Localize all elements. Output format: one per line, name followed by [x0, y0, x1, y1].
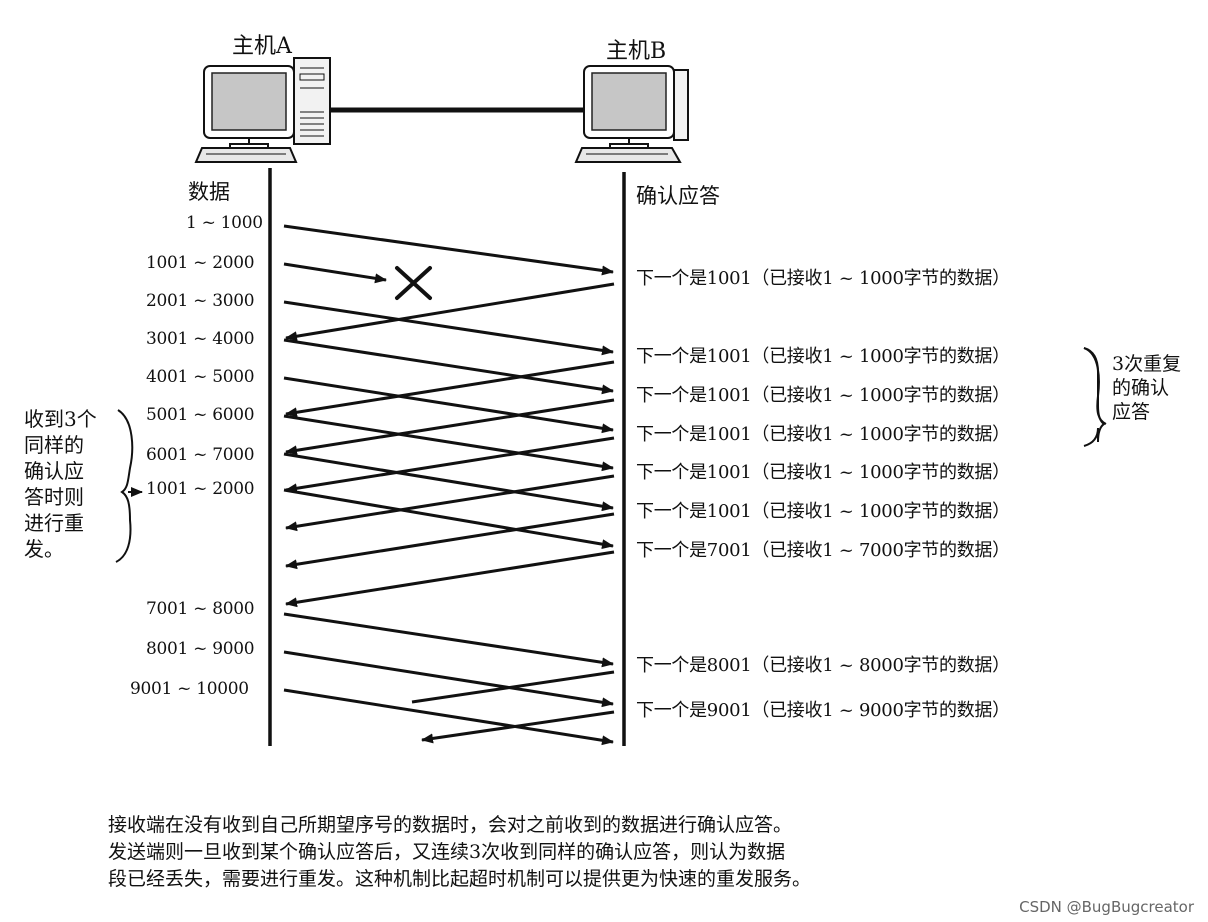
ack-arrow-9	[421, 710, 615, 744]
segment-arrow-8	[283, 612, 614, 668]
resend-note-line: 收到3个	[24, 407, 97, 431]
dup-ack-note-line: 的确认	[1112, 376, 1170, 399]
ack-arrow-5	[285, 474, 615, 532]
host-a-title: 主机A	[232, 34, 292, 59]
segment-arrow-6	[283, 414, 614, 472]
segment-label: 8001 ~ 9000	[146, 639, 255, 659]
ack-arrow-8	[411, 670, 615, 704]
dup-ack-brace	[1083, 347, 1106, 447]
ack-label: 下一个是8001（已接收1 ~ 8000字节的数据）	[636, 655, 1010, 676]
ack-label: 下一个是1001（已接收1 ~ 1000字节的数据）	[636, 462, 1010, 483]
caption-line: 发送端则一旦收到某个确认应答后，又连续3次收到同样的确认应答，则认为数据	[108, 841, 786, 863]
host-b-computer-icon	[574, 65, 689, 163]
segment-arrow-2-lost	[283, 262, 387, 284]
sender-column-label: 数据	[188, 180, 230, 204]
segment-label: 7001 ~ 8000	[146, 599, 255, 619]
ack-arrow-2	[285, 360, 615, 418]
segment-label: 1001 ~ 2000	[146, 253, 255, 273]
segment-label: 5001 ~ 6000	[146, 405, 255, 425]
resend-note-line: 答时则	[24, 485, 84, 509]
ack-arrow-1	[285, 282, 615, 342]
resend-note-line: 发。	[24, 537, 64, 561]
lost-packet-x-icon	[395, 266, 432, 300]
segment-label: 4001 ~ 5000	[146, 367, 255, 387]
segment-label: 9001 ~ 10000	[130, 679, 249, 699]
ack-label: 下一个是1001（已接收1 ~ 1000字节的数据）	[636, 501, 1010, 522]
resend-note-line: 进行重	[24, 511, 84, 535]
ack-arrow-7	[285, 550, 615, 608]
segment-arrow-7	[283, 452, 614, 512]
resend-note: 收到3个 同样的 确认应 答时则 进行重 发。	[24, 406, 97, 562]
segment-arrow-4	[283, 338, 614, 395]
segment-arrow-3	[283, 300, 614, 356]
segment-arrow-resend	[283, 488, 614, 550]
segment-label: 2001 ~ 3000	[146, 291, 255, 311]
dup-ack-note: 3次重复 的确认 应答	[1112, 353, 1181, 424]
segment-arrow-10	[283, 688, 614, 746]
caption-line: 段已经丢失，需要进行重发。这种机制比起超时机制可以提供更为快速的重发服务。	[108, 868, 812, 890]
host-a-computer-icon	[194, 57, 331, 163]
ack-label: 下一个是1001（已接收1 ~ 1000字节的数据）	[636, 346, 1010, 367]
segment-arrow-5	[283, 376, 614, 434]
ack-label: 下一个是1001（已接收1 ~ 1000字节的数据）	[636, 424, 1010, 445]
ack-arrow-6	[285, 512, 615, 570]
ack-label: 下一个是7001（已接收1 ~ 7000字节的数据）	[636, 540, 1010, 561]
receiver-column-label: 确认应答	[636, 184, 720, 208]
ack-arrow-4	[285, 436, 615, 494]
segment-label: 6001 ~ 7000	[146, 445, 255, 465]
dup-ack-note-line: 3次重复	[1112, 353, 1182, 375]
segment-label: 3001 ~ 4000	[146, 329, 255, 349]
resend-bracket	[115, 409, 134, 563]
ack-label: 下一个是9001（已接收1 ~ 9000字节的数据）	[636, 700, 1010, 721]
segment-arrow-1	[283, 224, 614, 276]
ack-arrow-3	[285, 398, 615, 456]
segment-label-resend: 1001 ~ 2000	[146, 479, 255, 499]
resend-note-line: 同样的	[24, 433, 84, 457]
caption-line: 接收端在没有收到自己所期望序号的数据时，会对之前收到的数据进行确认应答。	[108, 814, 793, 836]
host-b-title: 主机B	[606, 39, 667, 64]
caption: 接收端在没有收到自己所期望序号的数据时，会对之前收到的数据进行确认应答。 发送端…	[108, 812, 811, 893]
segment-arrow-9	[283, 650, 614, 708]
segment-label: 1 ~ 1000	[186, 213, 263, 233]
ack-label: 下一个是1001（已接收1 ~ 1000字节的数据）	[636, 385, 1010, 406]
resend-note-line: 确认应	[24, 459, 84, 483]
watermark-credit: CSDN @BugBugcreator	[1019, 898, 1194, 916]
dup-ack-note-line: 应答	[1112, 400, 1151, 423]
ack-label: 下一个是1001（已接收1 ~ 1000字节的数据）	[636, 268, 1010, 289]
